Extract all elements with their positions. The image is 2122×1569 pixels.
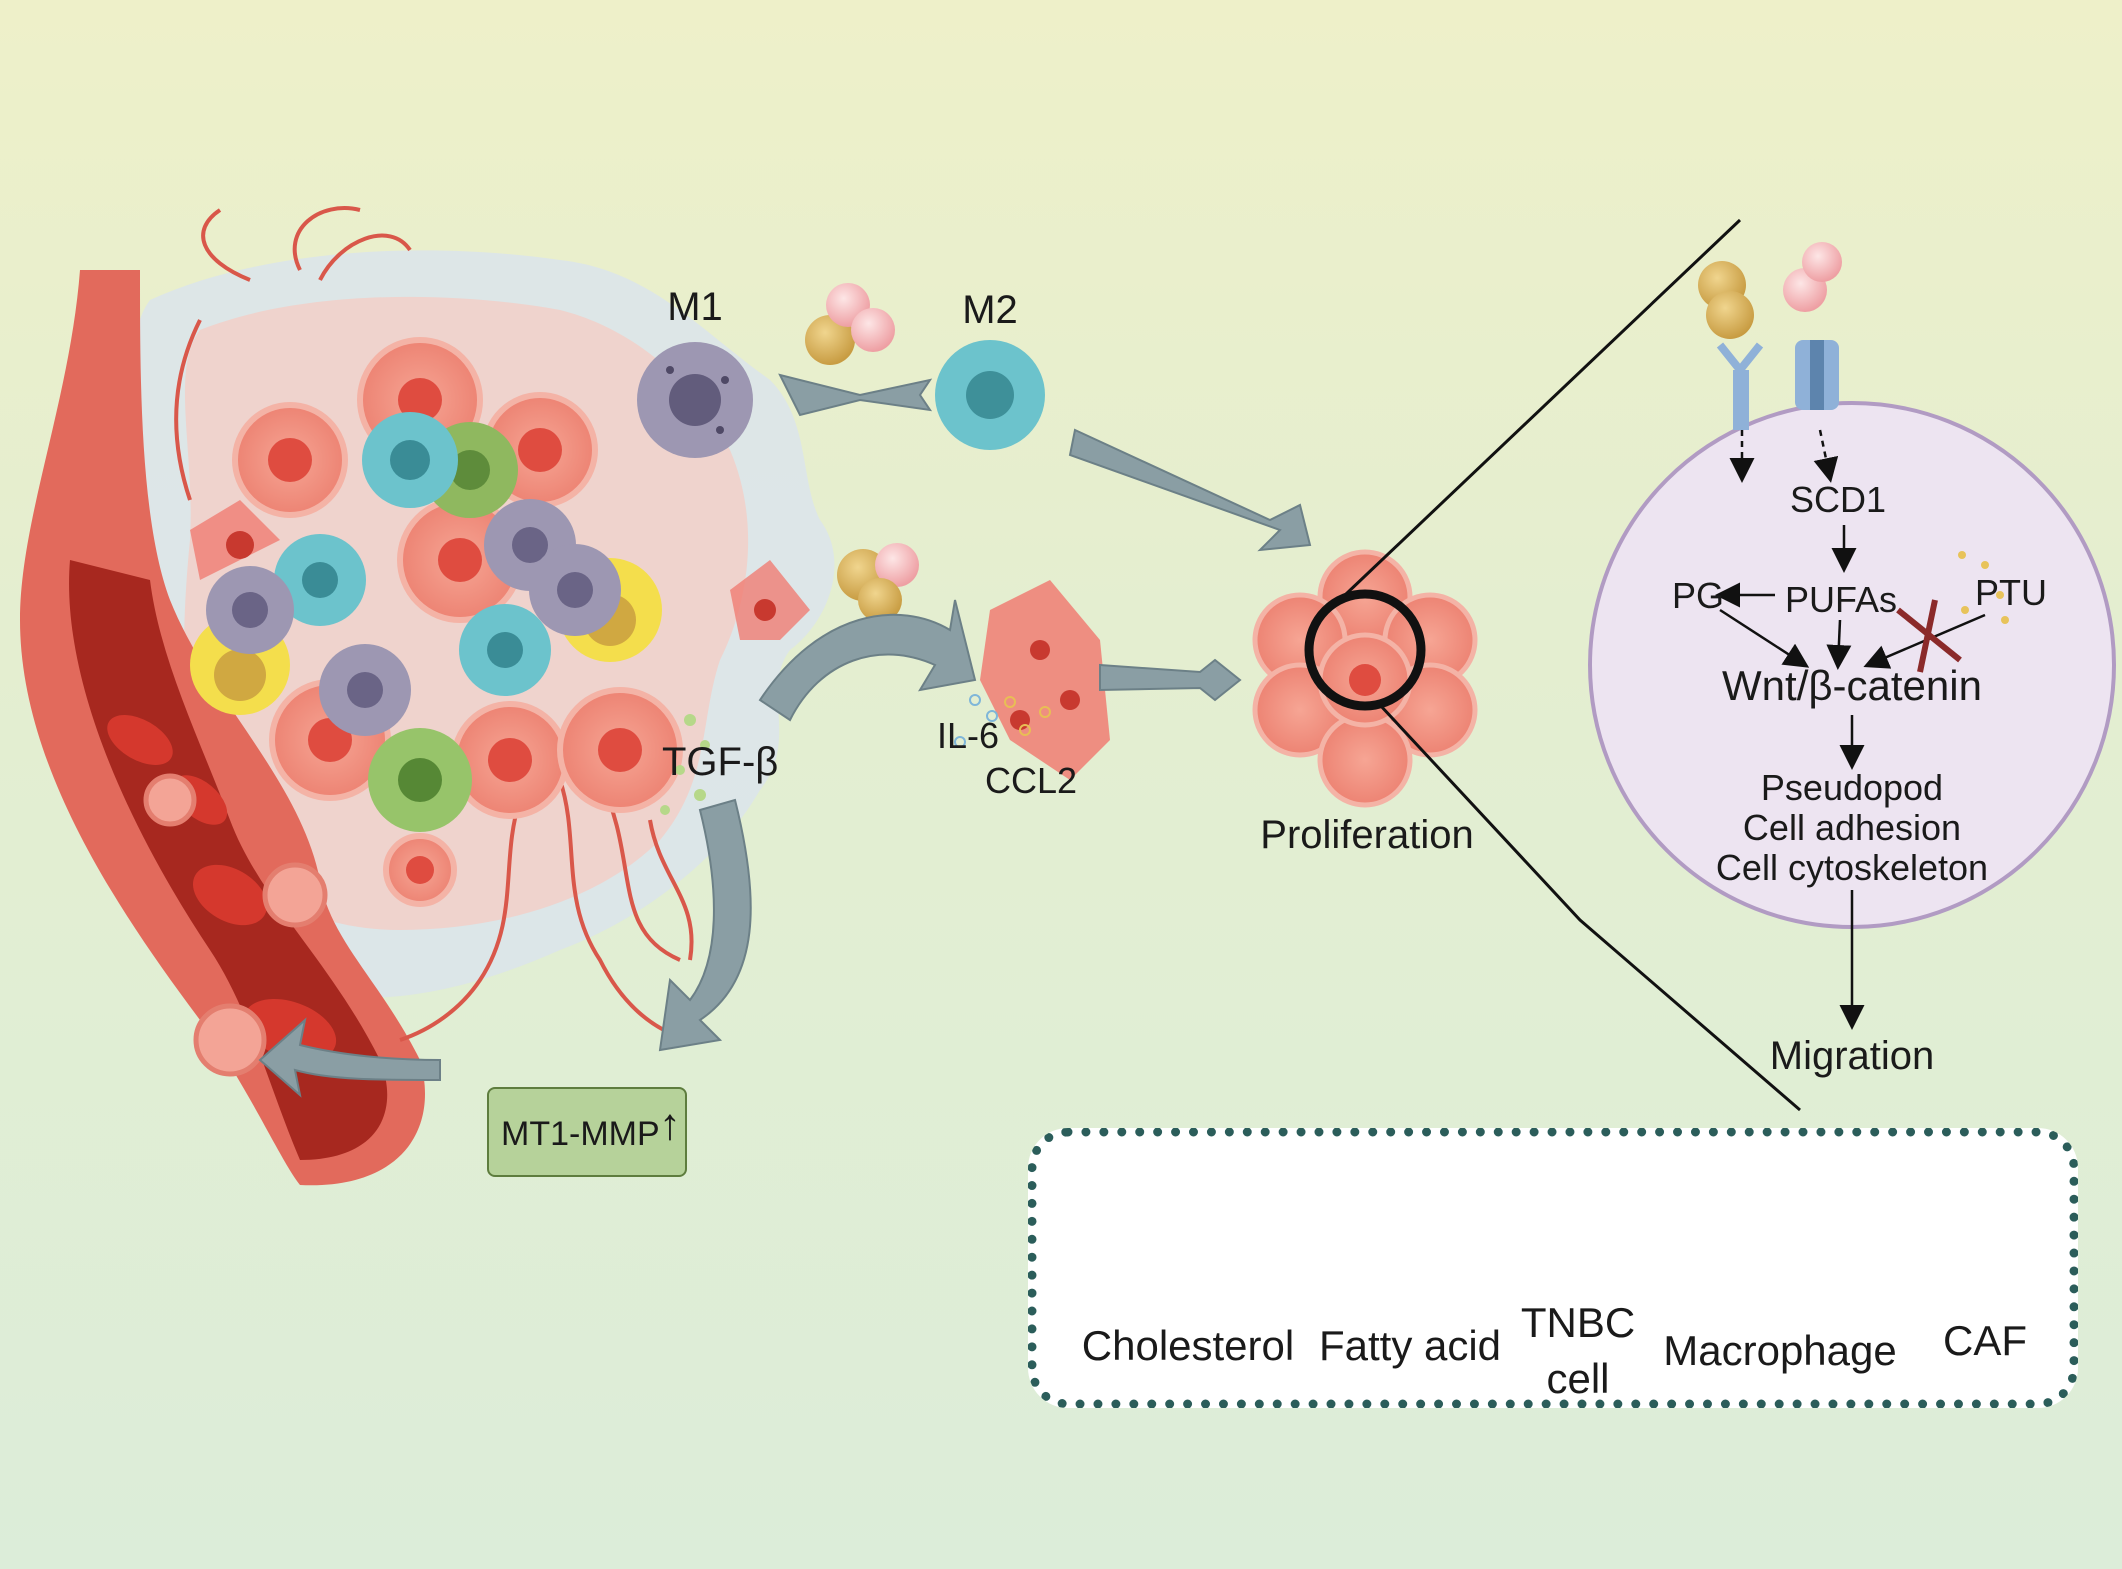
m1-macrophage <box>637 342 753 458</box>
lipid-droplets-top <box>805 283 895 365</box>
legend-tnbc-label-line2: cell <box>1546 1355 1610 1402</box>
cell-cytoskeleton-label: Cell cytoskeleton <box>1715 847 1989 888</box>
legend-cholesterol-label: Cholesterol <box>1081 1322 1295 1369</box>
legend-macrophage-label: Macrophage <box>1663 1327 1897 1374</box>
pathway-arrows <box>1715 429 1986 1030</box>
membrane-receptors <box>1698 242 1842 430</box>
legend-fatty-acid-label: Fatty acid <box>1318 1322 1502 1369</box>
ptu-dots <box>1958 551 2009 624</box>
cell-adhesion-label: Cell adhesion <box>1742 807 1962 848</box>
legend-tnbc-label-line1: TNBC <box>1520 1299 1636 1346</box>
pseudopod-label: Pseudopod <box>1760 767 1944 808</box>
inhibition-mark <box>1896 599 1962 673</box>
il6-label: IL-6 <box>937 715 1000 756</box>
blood-vessel <box>20 270 425 1186</box>
legend-caf-label: CAF <box>1943 1317 2027 1364</box>
scd1-label: SCD1 <box>1789 479 1887 520</box>
pufas-label: PUFAs <box>1785 579 1898 620</box>
m1-label: M1 <box>667 285 723 329</box>
wnt-label: Wnt/β-catenin <box>1722 662 1982 709</box>
zoom-lines <box>1343 218 1801 1112</box>
caf-cluster <box>730 560 1110 780</box>
up-arrow-icon: ↑ <box>659 1100 681 1149</box>
proliferation-label: Proliferation <box>1260 813 1474 857</box>
m2-label: M2 <box>962 288 1018 332</box>
block-arrows <box>258 373 1312 1098</box>
m2-macrophage <box>935 340 1045 450</box>
mt1-mmp-label: MT1-MMP <box>501 1115 660 1153</box>
legend <box>1028 1128 2078 1408</box>
lipid-droplets-mid <box>837 543 919 622</box>
tgf-beta-dots <box>660 714 710 815</box>
mt1-mmp-box: MT1-MMP ↑ <box>487 1087 687 1177</box>
ccl2-label: CCL2 <box>985 760 1078 801</box>
tgf-beta-label: TGF-β <box>662 740 779 784</box>
proliferation-cluster <box>1252 549 1478 808</box>
migration-label: Migration <box>1769 1034 1935 1078</box>
pg-label: PG <box>1672 575 1725 616</box>
ptu-label: PTU <box>1975 572 2047 613</box>
cytokine-dots <box>954 694 1051 748</box>
tumor-cells <box>190 337 683 907</box>
